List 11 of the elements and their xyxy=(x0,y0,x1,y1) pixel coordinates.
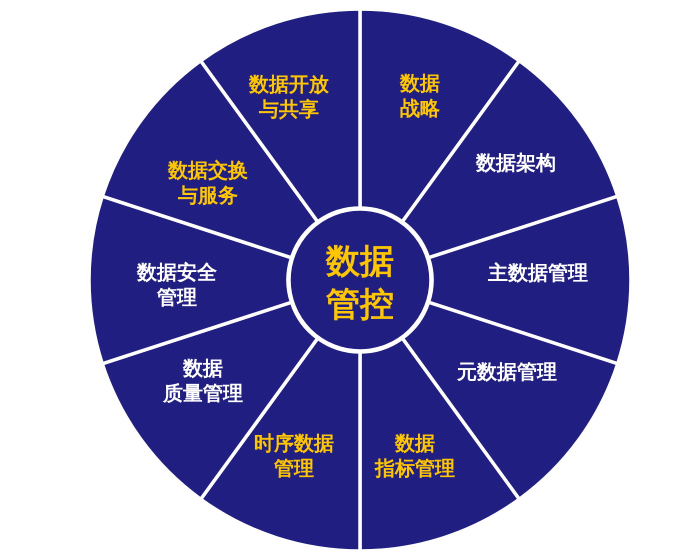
segment-label: 数据架构 xyxy=(476,150,556,176)
segment-label: 数据交换与服务 xyxy=(168,158,248,208)
segment-label: 数据安全管理 xyxy=(137,260,217,310)
segment-label: 数据开放与共享 xyxy=(249,72,329,122)
segment-label: 时序数据管理 xyxy=(254,431,334,481)
segment-label: 数据质量管理 xyxy=(163,356,243,406)
segment-label: 数据战略 xyxy=(400,71,440,121)
segment-label: 元数据管理 xyxy=(457,360,557,384)
segment-label: 主数据管理 xyxy=(488,260,588,286)
hub-label: 数据管控 xyxy=(326,240,394,326)
segment-label: 数据指标管理 xyxy=(375,431,455,481)
